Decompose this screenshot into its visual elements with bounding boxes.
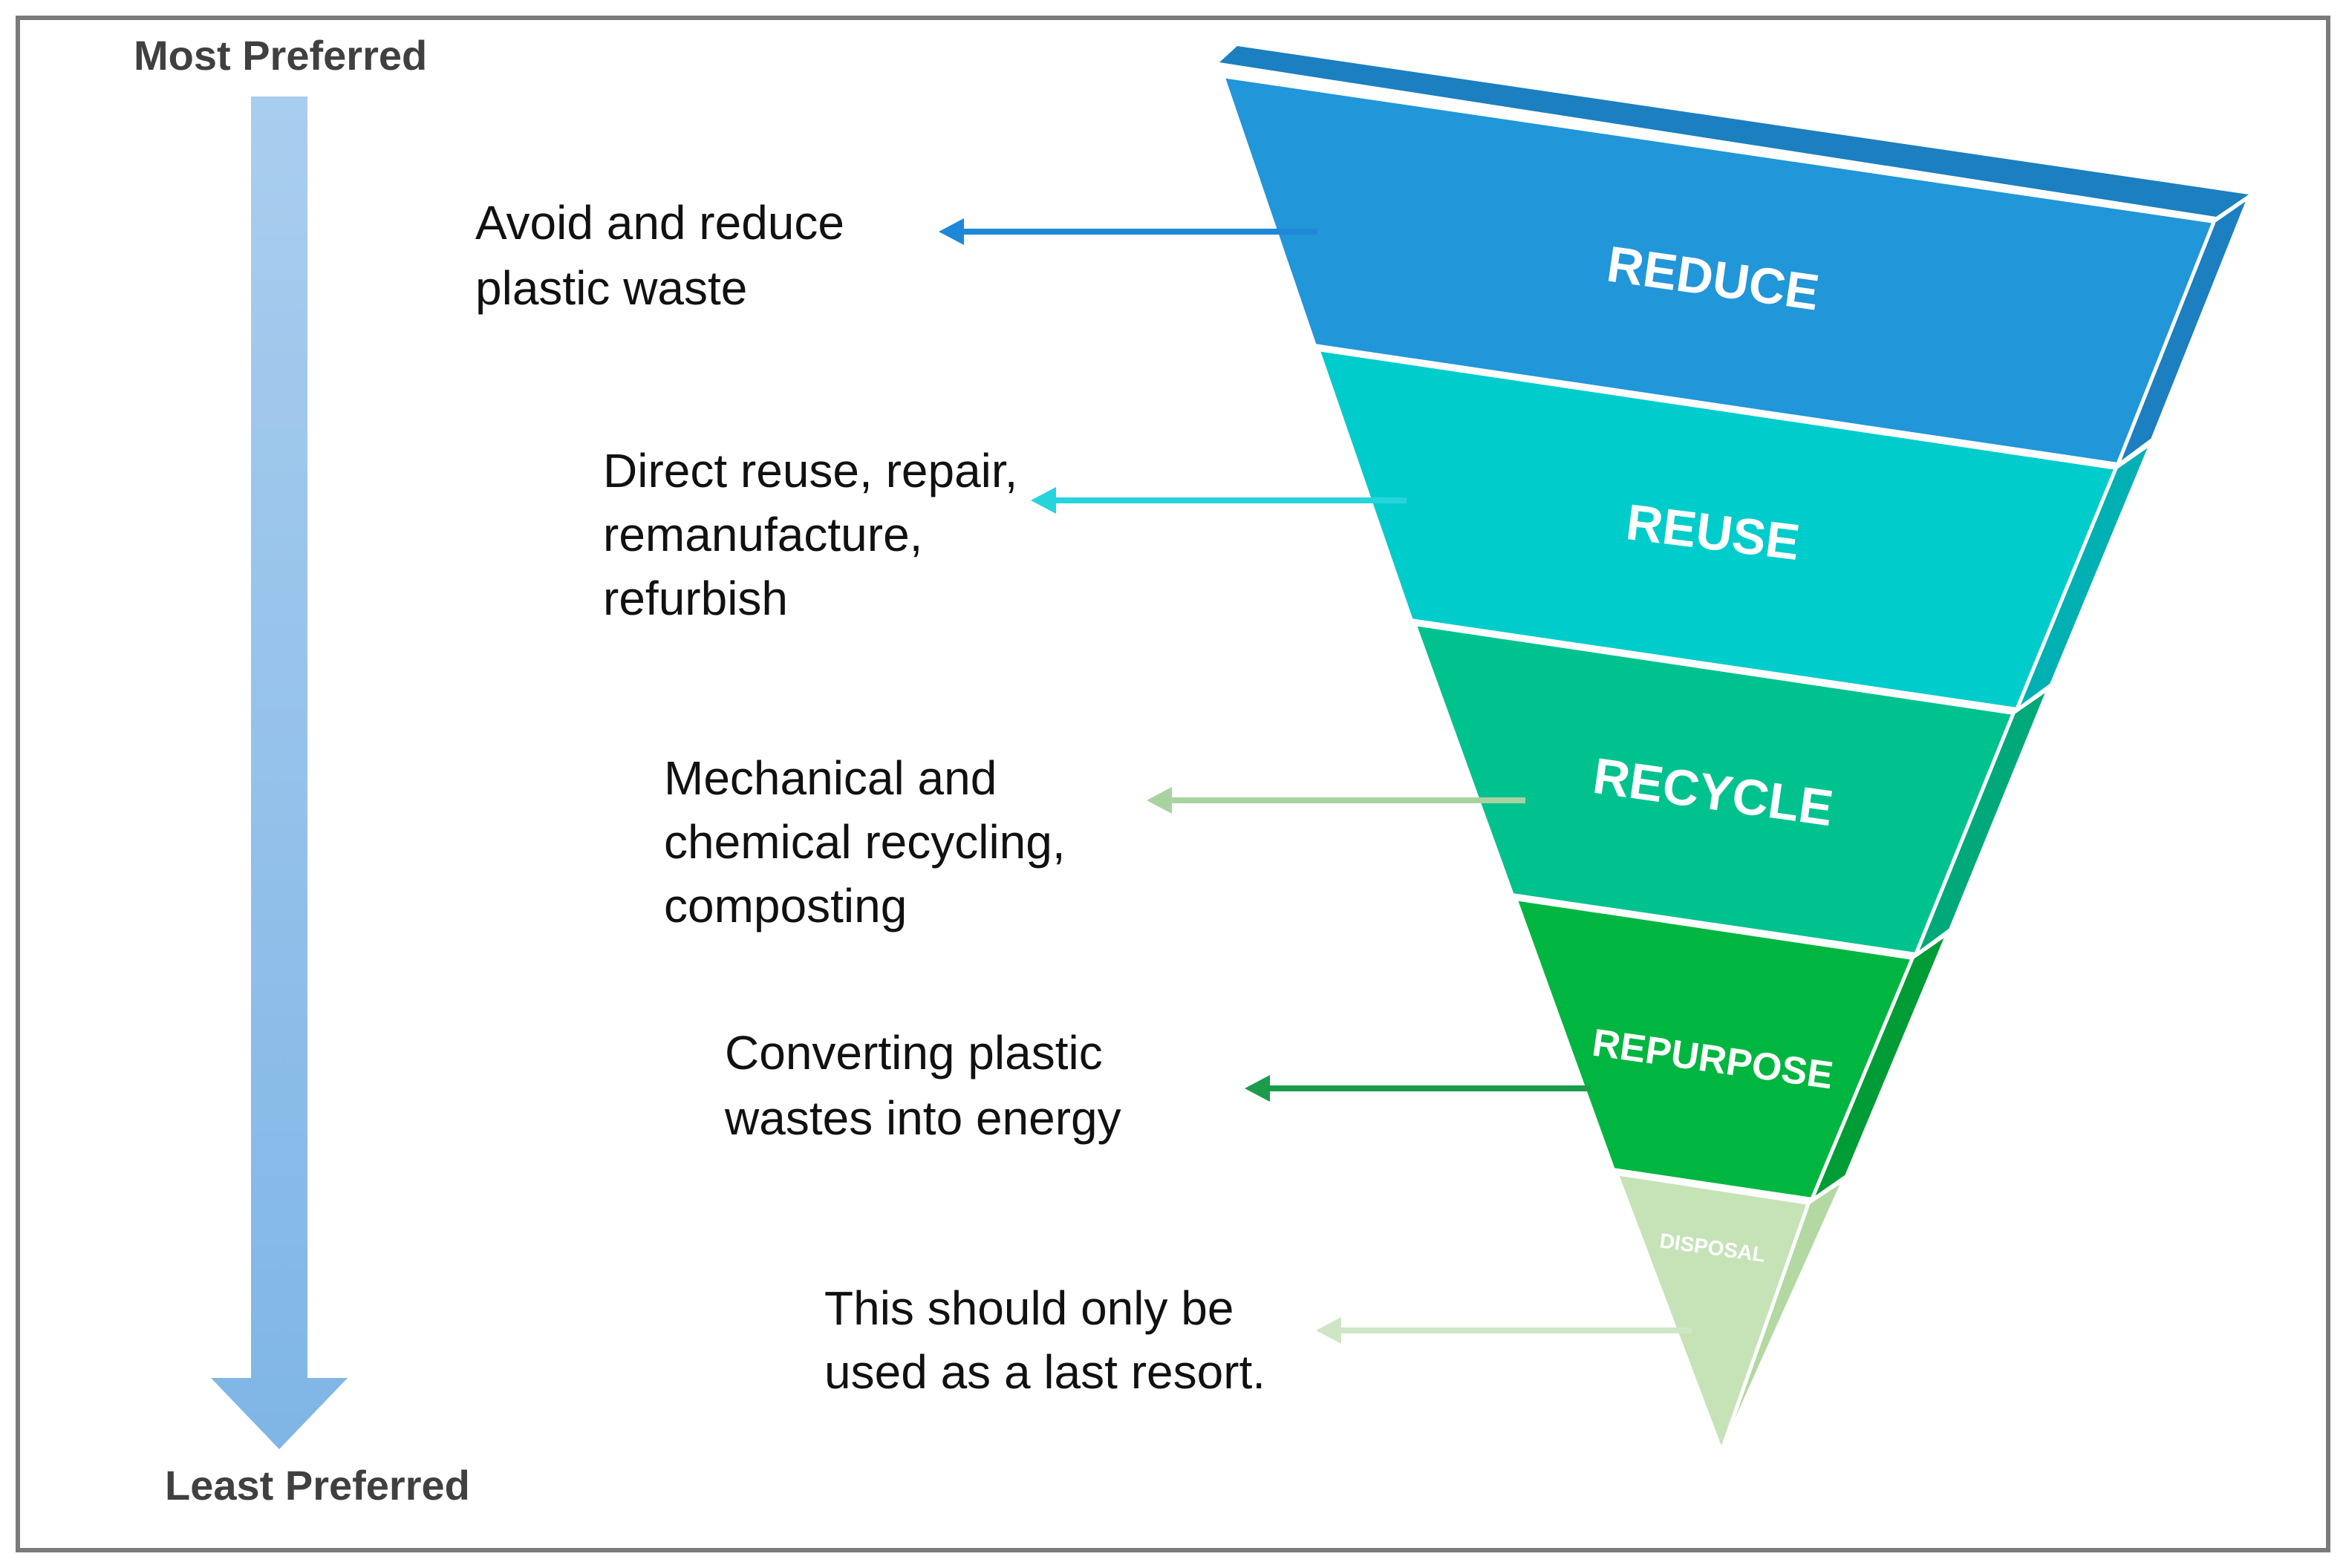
description-recycle: Mechanical and chemical recycling, compo… [664,751,1078,932]
tier-disposal: DISPOSAL [1612,1170,1847,1459]
description-reuse: Direct reuse, repair, remanufacture, ref… [603,444,1031,625]
description-repurpose-line: Converting plastic [725,1026,1103,1079]
tier-reduce-side [2114,193,2252,469]
diagram-frame [16,16,2330,1552]
description-repurpose-line: wastes into energy [724,1091,1121,1145]
description-recycle-line: chemical recycling, [664,815,1066,869]
pyramid-top-face [1219,46,2249,217]
arrow-repurpose-head [1245,1075,1270,1102]
arrow-recycle-head [1147,787,1172,814]
description-reuse-line: refurbish [603,572,788,625]
description-reduce-line: plastic waste [475,261,747,315]
arrow-disposal-head [1316,1317,1341,1344]
tier-disposal-side [1720,1176,1847,1453]
most-preferred-label: Most Preferred [134,32,427,79]
description-reduce-line: Avoid and reduce [475,196,844,249]
description-repurpose: Converting plastic wastes into energy [724,1026,1121,1145]
tier-repurpose: REPURPOSE [1511,895,1951,1204]
description-reduce: Avoid and reduce plastic waste [475,196,858,315]
arrow-reuse-head [1031,487,1056,514]
description-disposal: This should only be used as a last resor… [824,1281,1265,1399]
description-recycle-line: Mechanical and [664,751,997,805]
preference-scale-arrow [211,97,348,1449]
tier-recycle-side [1912,685,2052,959]
least-preferred-label: Least Preferred [165,1462,470,1509]
description-reuse-line: Direct reuse, repair, [603,444,1017,497]
tier-reuse-side [2013,440,2154,714]
tier-repurpose-side [1808,930,1951,1204]
arrow-reduce-head [939,218,964,245]
tier-recycle: RECYCLE [1410,621,2052,959]
description-disposal-line: used as a last resort. [824,1345,1265,1399]
description-recycle-line: composting [664,879,907,932]
tier-reduce: REDUCE [1219,73,2252,469]
tier-reuse: REUSE [1314,346,2154,714]
description-reuse-line: remanufacture, [603,508,922,561]
description-disposal-line: This should only be [824,1281,1234,1335]
connector-arrows [939,218,1692,1344]
